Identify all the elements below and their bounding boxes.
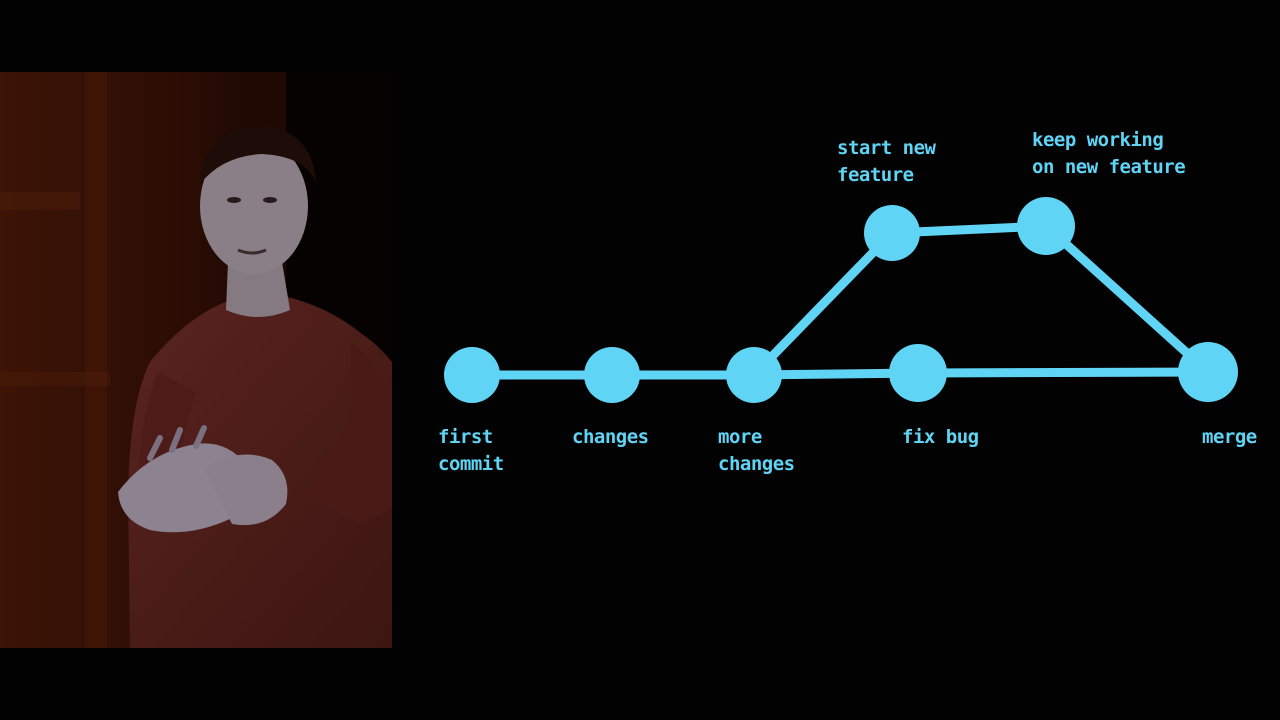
commit-node-merge [1178, 342, 1238, 402]
commit-label-line: changes [718, 453, 795, 475]
commit-label-line: more [718, 426, 762, 448]
commit-label-line: commit [438, 453, 504, 475]
commit-label-start-new-feature: start new feature [837, 137, 937, 186]
commit-label-merge: merge [1202, 426, 1257, 448]
commit-node-more-changes [726, 347, 782, 403]
commit-node-changes [584, 347, 640, 403]
commit-node-keep-working [1017, 197, 1075, 255]
edge-fix-bug-to-merge [913, 367, 1213, 378]
commit-label-line: first [438, 426, 493, 448]
speaker-photo [0, 72, 392, 648]
commit-label-more-changes: more changes [718, 426, 795, 475]
commit-node-start-new-feature [864, 205, 920, 261]
commit-label-fix-bug: fix bug [902, 426, 979, 448]
commit-node-fix-bug [889, 344, 947, 402]
speaker-video-panel [0, 72, 392, 648]
commit-label-first-commit: first commit [438, 426, 504, 475]
commit-node-first-commit [444, 347, 500, 403]
commit-label-line: keep working [1032, 129, 1163, 151]
commit-label-keep-working: keep working on new feature [1032, 129, 1185, 178]
commit-label-line: merge [1202, 426, 1257, 448]
edge-more-changes-to-start-new-feature [749, 228, 897, 380]
commit-label-line: feature [837, 164, 914, 186]
commit-label-line: on new feature [1032, 156, 1185, 178]
commit-label-changes: changes [572, 426, 649, 448]
commit-label-line: start new [837, 137, 937, 159]
commit-label-line: fix bug [902, 426, 979, 448]
commit-label-line: changes [572, 426, 649, 448]
edge-keep-working-to-merge [1041, 221, 1213, 377]
